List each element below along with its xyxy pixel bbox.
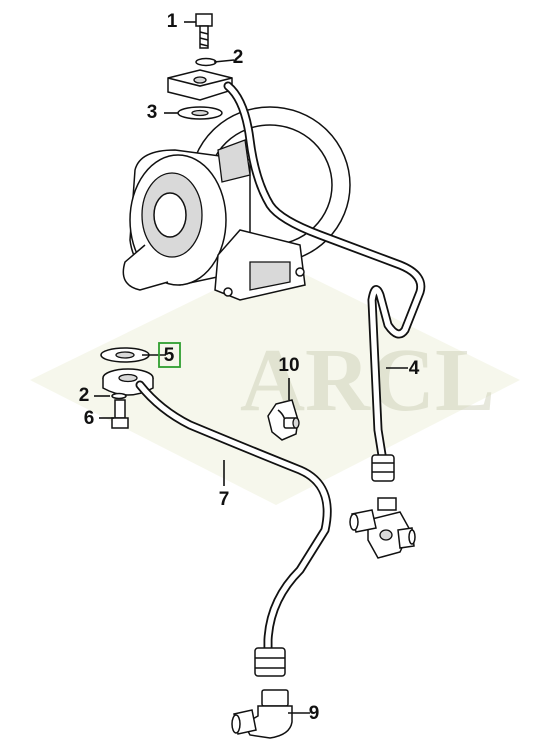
callout-label-10: 10 [278, 355, 299, 376]
clamp-part-10 [267, 399, 300, 441]
callout-label-3: 3 [147, 102, 158, 123]
callout-highlight-box-5 [158, 342, 181, 368]
oil-return-pipe-part-7 [135, 380, 332, 677]
gasket-part-5 [100, 347, 150, 363]
elbow-fitting-part-9 [231, 689, 293, 739]
washer-part-2-lower [111, 392, 127, 400]
bolt-part-1 [195, 13, 213, 49]
callout-label-7: 7 [219, 489, 230, 510]
callout-label-2: 2 [233, 47, 244, 68]
gasket-part-3 [177, 106, 223, 120]
callout-label-5: 5 [164, 345, 175, 366]
washer-part-2 [195, 57, 217, 67]
turbocharger [122, 106, 351, 301]
inlet-adapter-fitting [349, 497, 416, 559]
oil-inlet-flange [167, 69, 233, 101]
oil-inlet-pipe-part-4 [223, 81, 426, 482]
callout-leader-2 [213, 59, 235, 63]
callout-label-2b: 2 [79, 385, 90, 406]
callout-label-4: 4 [409, 358, 420, 379]
bolt-part-6 [111, 399, 129, 429]
callout-label-6: 6 [84, 408, 95, 429]
callout-label-9: 9 [309, 703, 320, 724]
callout-label-1: 1 [167, 11, 178, 32]
